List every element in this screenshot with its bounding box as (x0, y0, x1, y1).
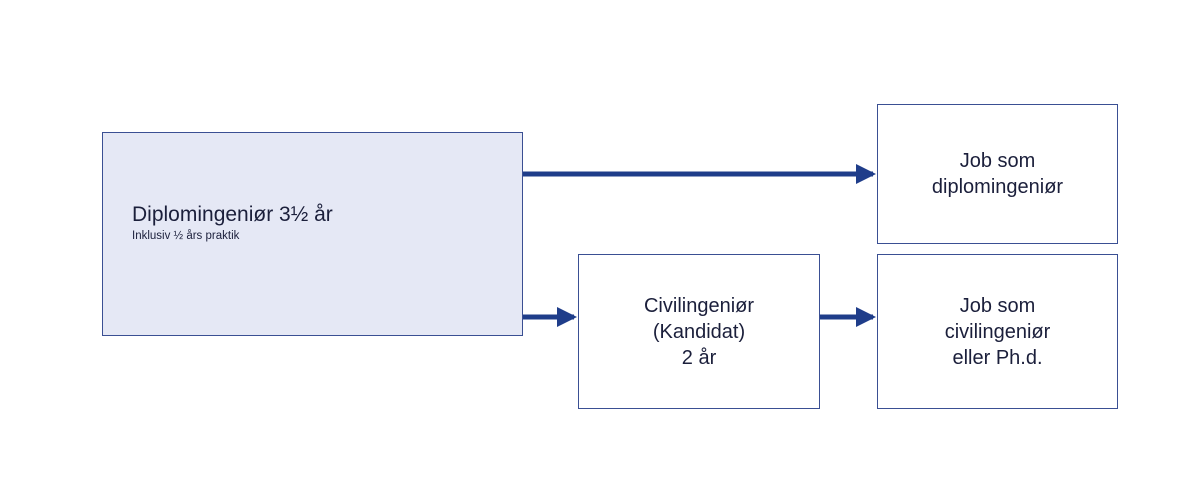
diploma-box-title: Diplomingeniør 3½ år (132, 203, 333, 226)
job-diploma-line-1: Job som (959, 150, 1036, 172)
job-diploma-line-2: diplomingeniør (931, 176, 1064, 198)
job-civil-line-2: civilingeniør (944, 320, 1051, 343)
job-civil-line-1: Job som (959, 294, 1036, 317)
job-civil-line-3: eller Ph.d. (952, 346, 1043, 369)
job-civil-engineer-box: Job som civilingeniør eller Ph.d. (877, 254, 1118, 409)
civil-engineer-box: Civilingeniør (Kandidat) 2 år (578, 254, 820, 409)
job-diploma-engineer-box: Job som diplomingeniør (877, 104, 1118, 244)
civil-line-2: (Kandidat) (652, 320, 746, 343)
diploma-box-subtitle: Inklusiv ½ års praktik (132, 230, 240, 242)
diploma-engineer-box: Diplomingeniør 3½ år Inklusiv ½ års prak… (102, 132, 523, 336)
civil-line-1: Civilingeniør (643, 294, 755, 317)
civil-line-3: 2 år (681, 346, 717, 369)
